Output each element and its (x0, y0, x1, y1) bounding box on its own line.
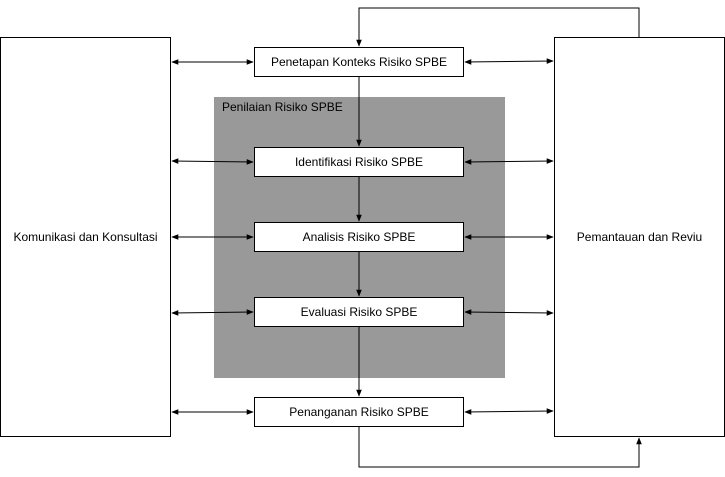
group-label: Penilaian Risiko SPBE (222, 100, 343, 114)
pemantauan-reviu-label: Pemantauan dan Reviu (576, 230, 703, 244)
step-analisis: Analisis Risiko SPBE (254, 222, 464, 252)
step-label: Penetapan Konteks Risiko SPBE (270, 55, 448, 69)
komunikasi-konsultasi-label: Komunikasi dan Konsultasi (13, 230, 158, 244)
step-penetapan-konteks: Penetapan Konteks Risiko SPBE (254, 47, 464, 77)
step-penanganan: Penanganan Risiko SPBE (254, 397, 464, 427)
pemantauan-reviu-box: Pemantauan dan Reviu (554, 37, 725, 437)
komunikasi-konsultasi-box: Komunikasi dan Konsultasi (0, 37, 171, 437)
arrow-right-penanganan (464, 408, 554, 415)
step-label: Analisis Risiko SPBE (302, 230, 416, 244)
step-evaluasi: Evaluasi Risiko SPBE (254, 297, 464, 327)
arrow-right-konteks (464, 58, 554, 65)
step-label: Penanganan Risiko SPBE (289, 405, 429, 419)
step-label: Identifikasi Risiko SPBE (294, 155, 424, 169)
step-label: Evaluasi Risiko SPBE (300, 305, 418, 319)
step-identifikasi: Identifikasi Risiko SPBE (254, 147, 464, 177)
